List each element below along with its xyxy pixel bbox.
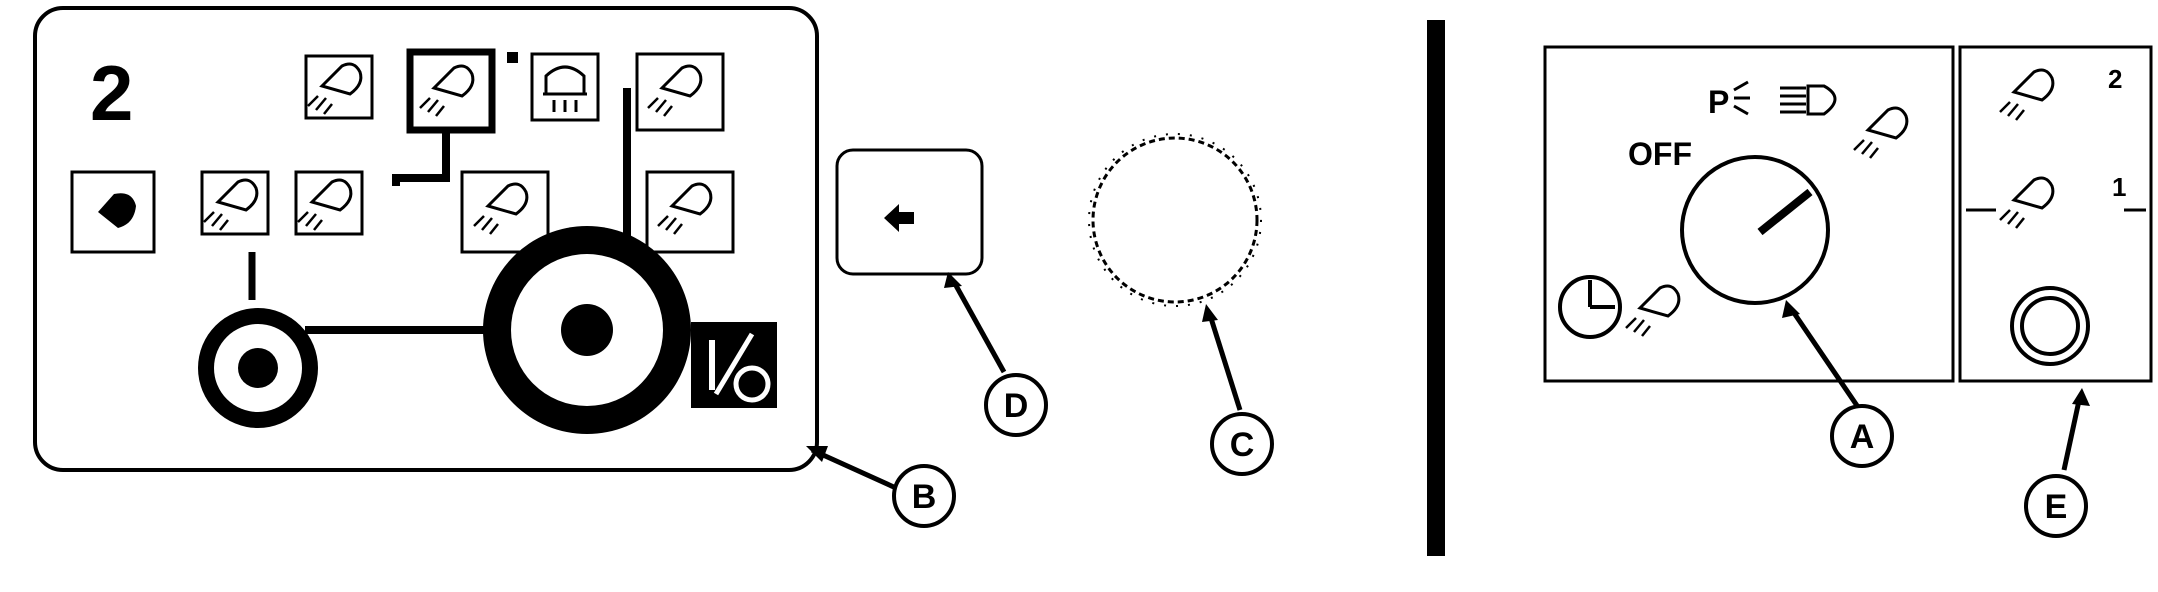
headlight-icon-selected bbox=[406, 48, 518, 134]
arrowhead bbox=[944, 272, 962, 288]
headlight-icon bbox=[306, 56, 372, 118]
park-label: P bbox=[1708, 84, 1729, 120]
display-panel: 2 bbox=[33, 6, 819, 472]
svg-text:D: D bbox=[1004, 387, 1029, 425]
off-label: OFF bbox=[1628, 136, 1692, 172]
front-worklight-icon bbox=[202, 172, 268, 234]
push-button-icon[interactable] bbox=[2010, 286, 2090, 366]
park-light-icon bbox=[1733, 80, 1750, 116]
callout-e: E bbox=[2024, 474, 2088, 538]
clock-icon bbox=[1558, 275, 1622, 339]
svg-text:A: A bbox=[1850, 418, 1875, 456]
arrowhead bbox=[806, 446, 828, 462]
beacon-indicator-icon bbox=[70, 170, 156, 254]
beacon-icon bbox=[530, 52, 600, 122]
arrowhead bbox=[2072, 388, 2090, 406]
indicator-arrow-icon bbox=[884, 204, 914, 232]
light-switch-knob[interactable] bbox=[1680, 155, 1830, 305]
rotary-dial[interactable] bbox=[1088, 133, 1262, 307]
callout-leader bbox=[951, 280, 1007, 374]
rear-fender-light-icon bbox=[645, 170, 735, 254]
indicator-panel bbox=[835, 148, 984, 276]
callout-leader bbox=[1207, 314, 1243, 411]
light-switch-panel: OFF P bbox=[1543, 45, 1955, 383]
mode-toggle-icon bbox=[691, 322, 777, 408]
tractor-icon bbox=[198, 226, 691, 434]
level-2-label: 2 bbox=[2108, 64, 2122, 94]
callout-c: C bbox=[1210, 412, 1274, 476]
svg-text:C: C bbox=[1230, 426, 1255, 464]
divider bbox=[1427, 20, 1445, 556]
callout-leader bbox=[810, 447, 898, 491]
callout-b: B bbox=[892, 464, 956, 528]
hood-worklight-icon bbox=[460, 170, 550, 254]
callout-leader bbox=[2061, 395, 2083, 471]
svg-text:E: E bbox=[2045, 488, 2068, 526]
arrowhead bbox=[1202, 304, 1218, 322]
svg-text:B: B bbox=[912, 478, 937, 516]
callout-leader bbox=[1789, 308, 1863, 412]
level-1-label: 1 bbox=[2112, 172, 2126, 202]
low-beam-icon bbox=[1780, 84, 1837, 116]
front-worklight-icon bbox=[296, 172, 362, 234]
callout-a: A bbox=[1830, 404, 1894, 468]
panel-number: 2 bbox=[90, 49, 133, 137]
callout-d: D bbox=[984, 373, 1048, 437]
worklight-switch-panel: 2 1 bbox=[1958, 45, 2153, 383]
arrowhead bbox=[1782, 300, 1800, 318]
rear-worklight-icon bbox=[635, 52, 725, 132]
